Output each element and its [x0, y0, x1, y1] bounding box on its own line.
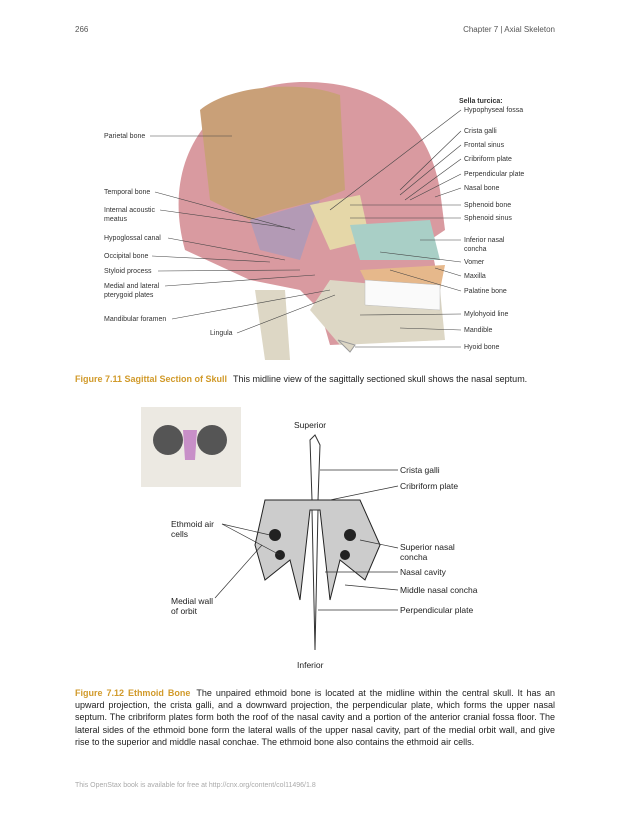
label-inferior: Inferior	[297, 660, 324, 670]
label-mandibular-foramen: Mandibular foramen	[104, 316, 167, 323]
label-superior: Superior	[294, 420, 327, 430]
label-inferior-nasal-concha: Inferior nasal concha	[464, 237, 505, 253]
label-sphenoid-sinus: Sphenoid sinus	[464, 215, 512, 222]
caption-text: This midline view of the sagittally sect…	[233, 374, 528, 384]
label-mylohyoid-line: Mylohyoid line	[464, 311, 509, 318]
label-ethmoid-air-cells: Ethmoid air cells	[171, 519, 214, 539]
label-sphenoid-bone: Sphenoid bone	[464, 202, 512, 209]
caption-title: Figure 7.11 Sagittal Section of Skull	[75, 374, 228, 384]
label-nasal-bone: Nasal bone	[464, 185, 500, 192]
ethmoid-bone-illustration	[254, 434, 381, 651]
caption-text: The unpaired ethmoid bone is located at …	[75, 688, 556, 747]
label-palatine-bone: Palatine bone	[464, 288, 507, 295]
caption-title: Figure 7.12 Ethmoid Bone	[75, 688, 191, 698]
footer-note: This OpenStax book is available for free…	[75, 782, 316, 789]
label-perpendicular-plate-2: Perpendicular plate	[400, 605, 474, 615]
label-cribriform-plate: Cribriform plate	[464, 156, 512, 163]
label-hyoid-bone: Hyoid bone	[464, 344, 500, 351]
label-frontal-sinus: Frontal sinus	[464, 142, 505, 149]
label-internal-acoustic-meatus: Internal acoustic meatus	[104, 207, 155, 223]
label-parietal-bone: Parietal bone	[104, 133, 146, 140]
label-maxilla: Maxilla	[464, 273, 486, 280]
page-number: 266	[75, 25, 89, 34]
label-pterygoid-plates: Medial and lateral pterygoid plates	[104, 283, 160, 299]
label-superior-nasal-concha: Superior nasal concha	[400, 542, 455, 562]
label-middle-nasal-concha: Middle nasal concha	[400, 585, 478, 595]
label-cribriform-plate-2: Cribriform plate	[400, 481, 459, 491]
label-hypoglossal-canal: Hypoglossal canal	[104, 235, 161, 242]
label-mandible: Mandible	[464, 327, 493, 334]
label-lingula: Lingula	[210, 330, 233, 337]
label-medial-wall-of-orbit: Medial wall of orbit	[171, 596, 214, 616]
label-occipital-bone: Occipital bone	[104, 253, 149, 260]
label-temporal-bone: Temporal bone	[104, 189, 151, 196]
chapter-header: Chapter 7 | Axial Skeleton	[463, 25, 555, 34]
label-sella-turcica: Sella turcica:	[459, 98, 503, 105]
label-hypophyseal-fossa: Hypophyseal fossa	[464, 107, 524, 114]
label-crista-galli-2: Crista galli	[400, 465, 440, 475]
label-perpendicular-plate: Perpendicular plate	[464, 171, 525, 178]
label-styloid-process: Styloid process	[104, 268, 152, 275]
label-nasal-cavity: Nasal cavity	[400, 567, 446, 577]
figure-7-11-caption: Figure 7.11 Sagittal Section of Skull Thi…	[75, 373, 555, 385]
label-vomer: Vomer	[464, 259, 485, 266]
label-crista-galli: Crista galli	[464, 128, 497, 135]
